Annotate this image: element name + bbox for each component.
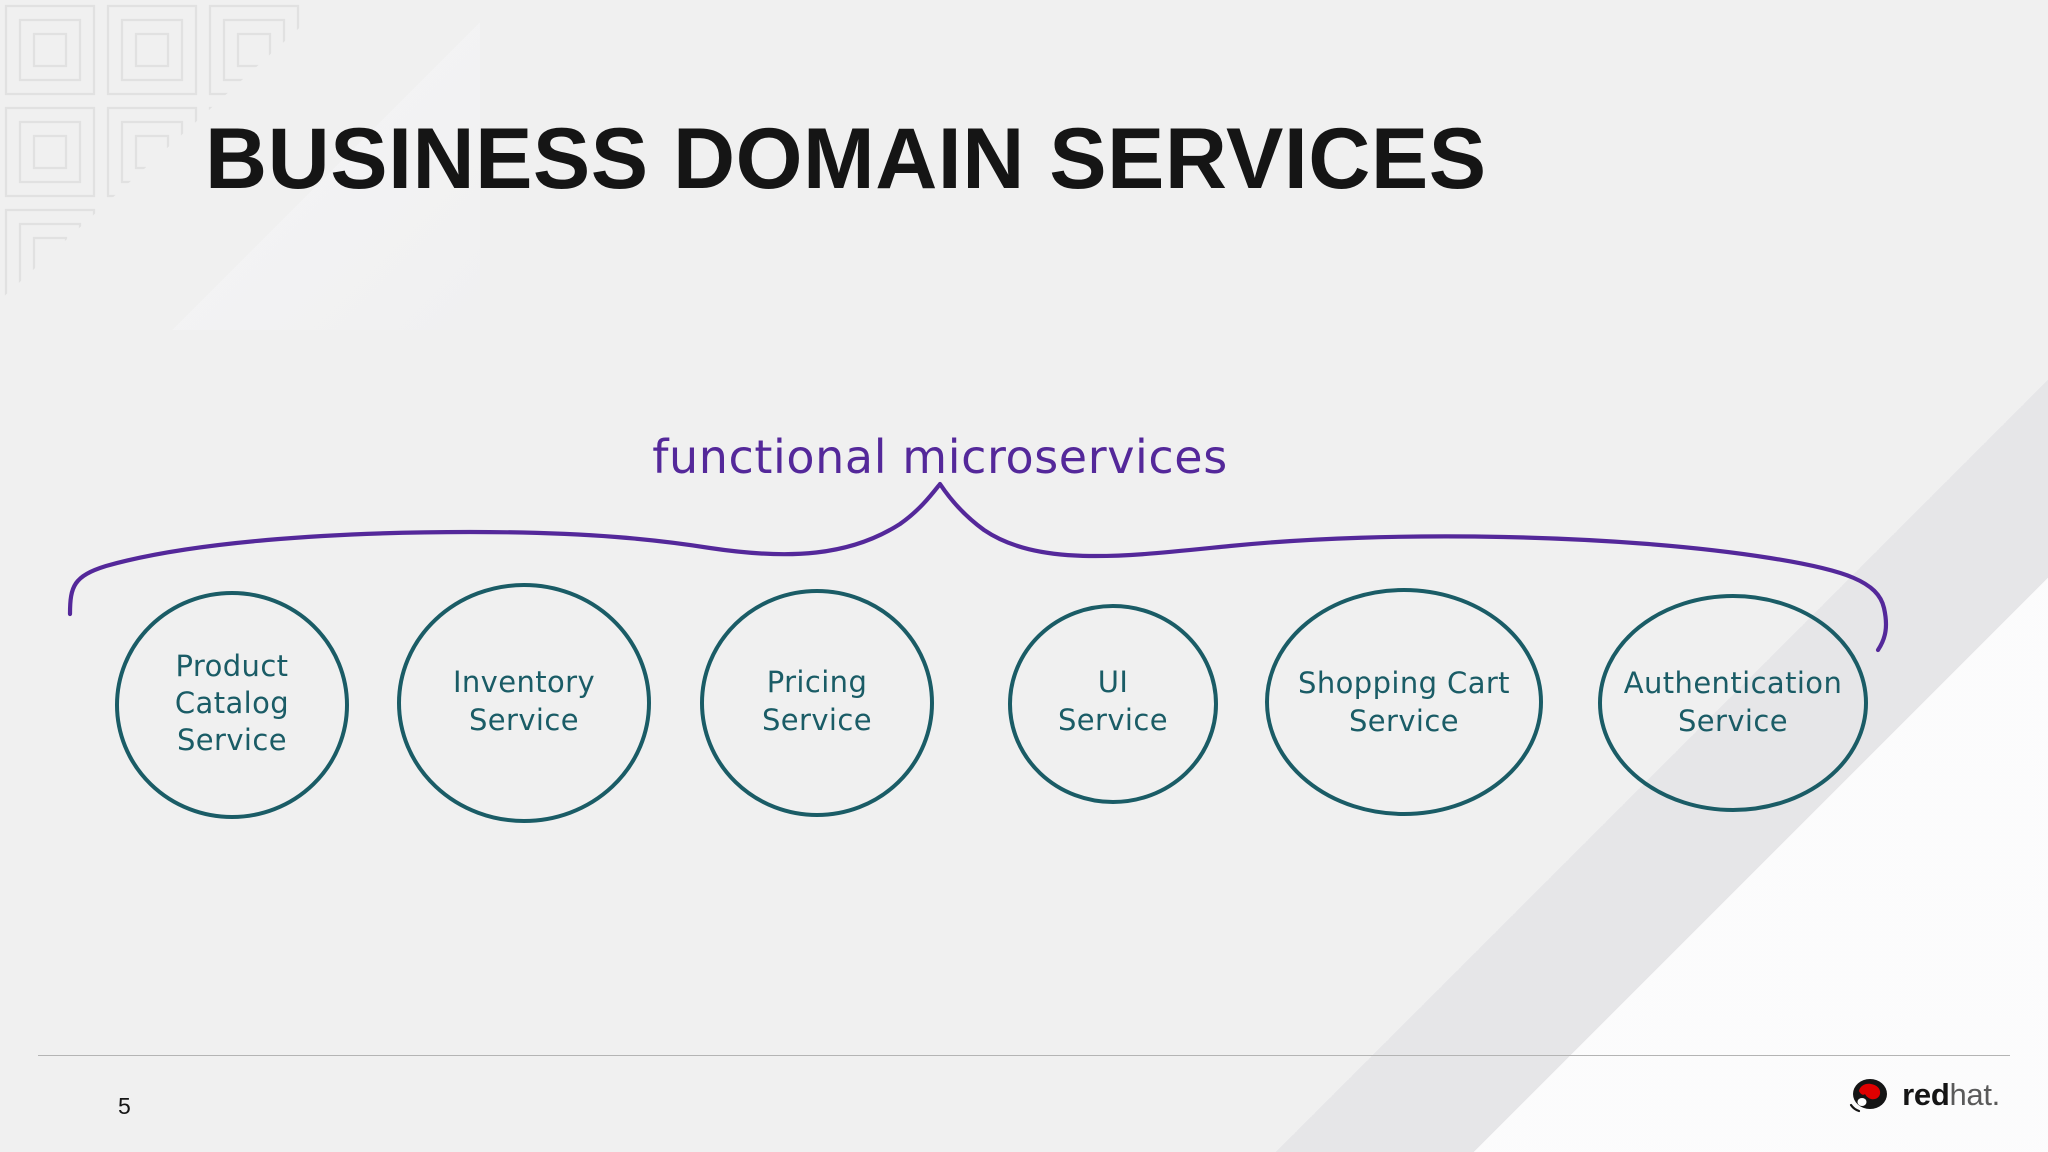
redhat-logo: redhat. — [1847, 1077, 2000, 1113]
footer-divider — [38, 1055, 2010, 1056]
wordmark-hat: hat. — [1949, 1077, 2000, 1112]
redhat-shadowman-icon — [1850, 1079, 1888, 1113]
page-title: BUSINESS DOMAIN SERVICES — [205, 111, 1487, 207]
redhat-wordmark: redhat. — [1902, 1077, 2000, 1113]
wordmark-red: red — [1902, 1077, 1950, 1112]
page-number: 5 — [118, 1093, 131, 1119]
